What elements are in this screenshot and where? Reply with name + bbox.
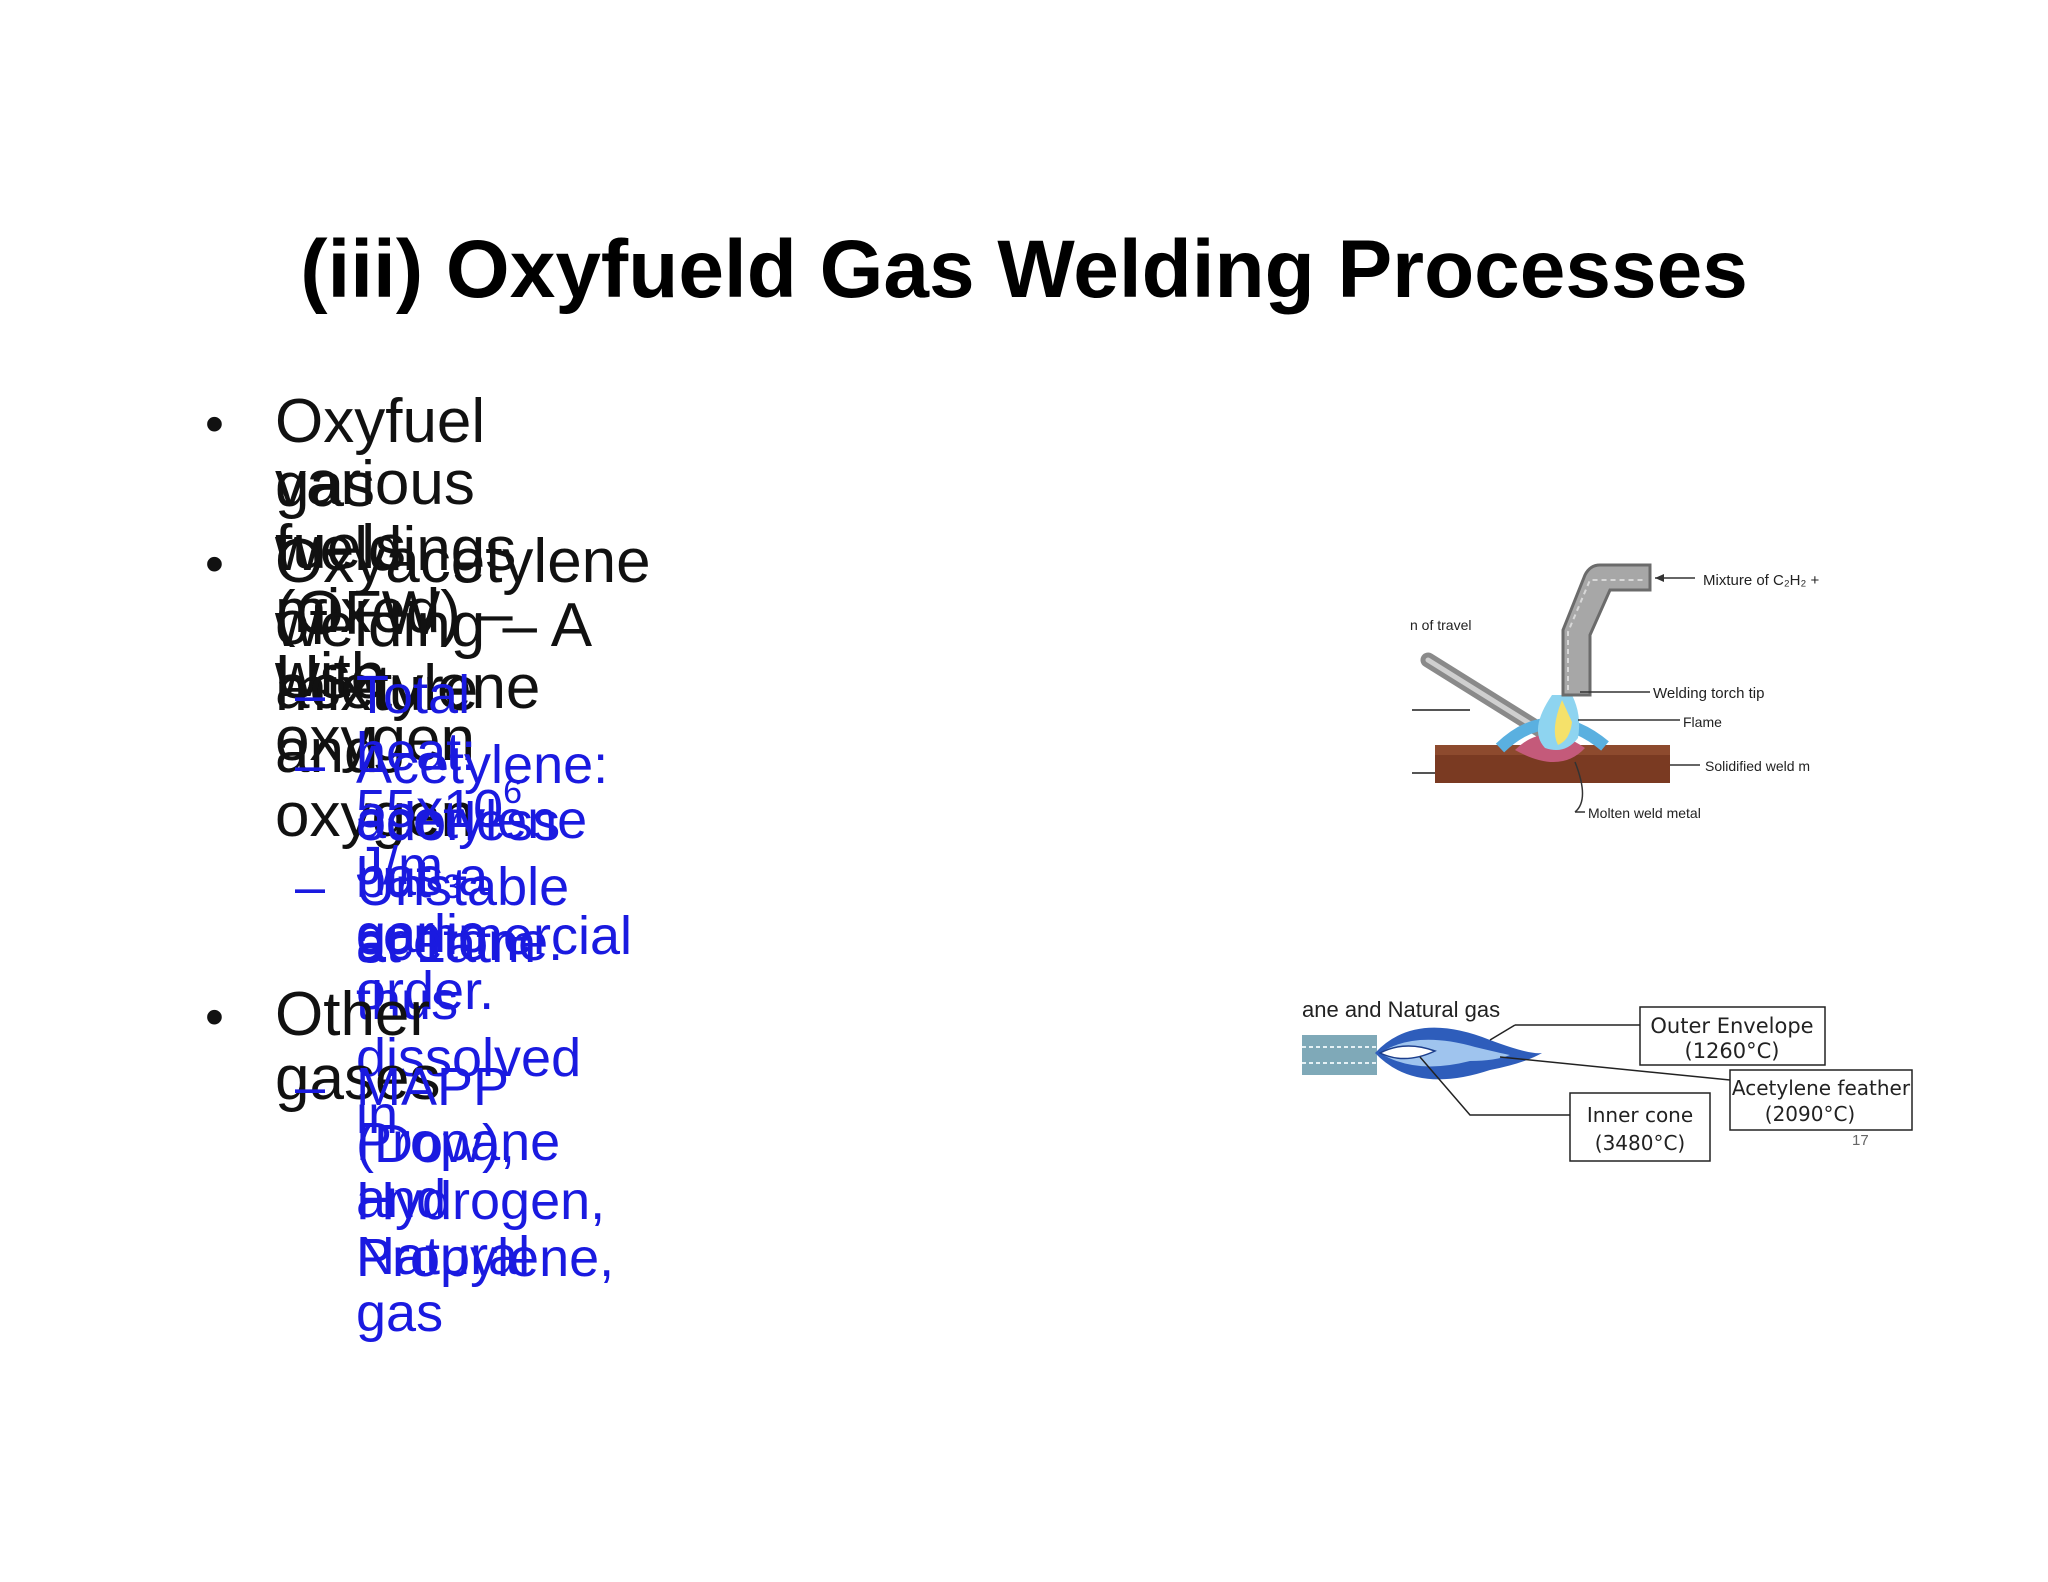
acetylene-feather-box bbox=[1729, 1069, 1913, 1131]
heat-exponent: 6 bbox=[503, 773, 523, 811]
label-flame: Flame bbox=[1683, 714, 1722, 730]
heat-prefix: Total heat: 55x10 bbox=[356, 665, 504, 839]
label-tip: Welding torch tip bbox=[1653, 685, 1764, 702]
outer-envelope-temp: (1260°C) bbox=[1685, 1039, 1780, 1063]
inner-cone-box bbox=[1569, 1092, 1711, 1162]
torch-nozzle bbox=[1302, 1035, 1377, 1075]
inner-cone-temp: (3480°C) bbox=[1595, 1131, 1685, 1155]
sub-bullet-total-heat: Total heat: 55x106 J/m3 bbox=[356, 665, 523, 905]
heat-subscript: 3 bbox=[443, 868, 462, 906]
sub-bullet-dash: – bbox=[295, 735, 326, 795]
flame-diagram: ane and Natural gas Outer Envelope (1260… bbox=[1300, 995, 1920, 1170]
sub-bullet-acetylene-line-2: acetylene has a garlic order. bbox=[356, 790, 588, 1021]
heat-unit: J/m bbox=[356, 836, 443, 896]
bullet-2-line-1: Oxyacetylene welding – A mixture bbox=[275, 527, 651, 724]
label-mixture: Mixture of C₂H₂ + bbox=[1703, 572, 1819, 589]
sub-bullet-dash: – bbox=[295, 665, 326, 725]
bullet-1-line-1: Oxyfuel gas weldings (OFW) – Use bbox=[275, 387, 517, 712]
leader-outer-diag bbox=[1489, 1024, 1516, 1041]
sub-bullet-dash: – bbox=[295, 1057, 326, 1117]
sub-bullet-gases-line-1: MAPP (Dow), Hydrogen, Propylene, bbox=[356, 1057, 615, 1288]
sub-bullet-acetylene-line-1: Acetylene: odorless but commercial bbox=[356, 735, 633, 966]
leader-inner bbox=[1419, 1056, 1570, 1116]
sub-bullet-unstable-line-2: acetone. bbox=[356, 912, 564, 972]
label-travel: n of travel bbox=[1410, 617, 1471, 633]
arrowhead bbox=[1655, 574, 1664, 582]
outer-envelope-box bbox=[1639, 1006, 1826, 1066]
sub-bullet-unstable-line-1: Unstable at 1atm thus dissolved in bbox=[356, 857, 582, 1145]
bullet-1-line-2: various fuels mixed with oxygen bbox=[275, 449, 475, 774]
bullet-marker: • bbox=[205, 987, 224, 1047]
sub-bullet-dash: – bbox=[295, 857, 326, 917]
acetylene-feather-label: Acetylene feather bbox=[1732, 1076, 1911, 1100]
torch-highlight bbox=[1567, 579, 1645, 690]
leader-molten bbox=[1574, 761, 1584, 813]
label-solidified: Solidified weld m bbox=[1705, 758, 1810, 774]
torch-body bbox=[1561, 563, 1652, 697]
acetylene-feather-temp: (2090°C) bbox=[1765, 1102, 1855, 1126]
torch-diagram: Mixture of C₂H₂ + n of travel Welding to… bbox=[1400, 550, 1850, 830]
bullet-marker: • bbox=[205, 394, 224, 454]
flame-diagram-caption: ane and Natural gas bbox=[1302, 997, 1500, 1022]
sub-bullet-gases-line-2: Propane and Natural gas bbox=[356, 1112, 561, 1343]
leader-feather bbox=[1499, 1056, 1731, 1081]
bullet-2-line-2: of acetylene and oxygen bbox=[275, 589, 541, 850]
page-title: (iii) Oxyfueld Gas Welding Processes bbox=[300, 224, 1748, 315]
page-number: 17 bbox=[1852, 1132, 1869, 1149]
bullet-3-line-1: Other gases bbox=[275, 980, 441, 1113]
inner-flame bbox=[1554, 700, 1572, 745]
label-molten: Molten weld metal bbox=[1588, 805, 1701, 821]
bullet-marker: • bbox=[205, 534, 224, 594]
inner-cone-shape bbox=[1378, 1045, 1437, 1060]
inner-cone-label: Inner cone bbox=[1587, 1103, 1693, 1127]
filler-rod-highlight bbox=[1425, 657, 1548, 736]
outer-envelope-label: Outer Envelope bbox=[1650, 1014, 1813, 1038]
